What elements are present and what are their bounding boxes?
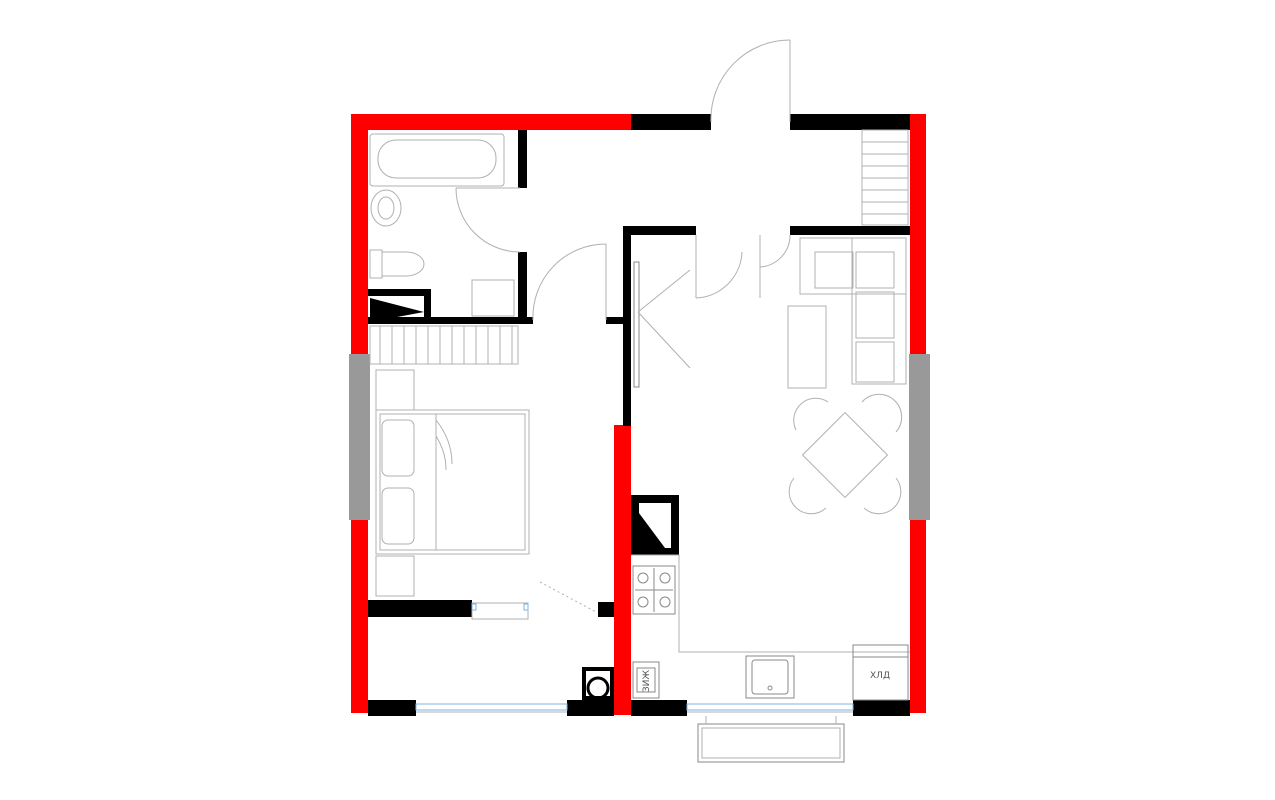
nightstand-bottom [375, 555, 415, 597]
hall-fixtures [415, 667, 614, 713]
bath-duct-fill [370, 298, 424, 322]
fridge-label: ХЛД [870, 671, 890, 681]
wall-living-left [623, 226, 631, 426]
wardrobe [471, 602, 529, 620]
sink [745, 655, 795, 699]
exterior-wall-left-lower [351, 520, 368, 713]
wall-bottom-mid-b [853, 700, 910, 716]
dining-table [801, 411, 889, 499]
pillow-bottom [381, 487, 415, 545]
chair-2 [861, 393, 903, 433]
kitchen-duct-fill [633, 505, 665, 553]
door-glass-left [415, 703, 568, 711]
sofa-chaise [851, 237, 907, 385]
wall-top-entry-right [790, 114, 910, 130]
exterior-wall-left-upper [351, 114, 368, 354]
washer [632, 661, 660, 699]
doors [455, 39, 791, 613]
wall-living-top-left [623, 226, 696, 235]
chair-4 [788, 477, 827, 515]
washbasin [370, 189, 402, 227]
exterior-wall-top [351, 114, 632, 130]
exterior-walls [351, 114, 926, 715]
wall-duct-bath [368, 289, 431, 296]
boiler-icon [586, 676, 610, 700]
washer-label: ЗИЖ [642, 670, 652, 693]
bathtub [369, 133, 505, 187]
pillow-top [381, 419, 415, 477]
toilet-bowl [381, 251, 425, 277]
wall-corridor-left-stub [606, 317, 631, 324]
wall-bath-right-upper [518, 130, 527, 188]
interior-walls [368, 114, 910, 716]
nightstand-top [375, 369, 415, 411]
wall-bedroom-bottom-stub [598, 602, 614, 617]
chair-1 [793, 397, 829, 431]
exterior-wall-middle [614, 425, 631, 715]
exterior-wall-right-upper [910, 114, 926, 354]
toilet-tank [369, 249, 383, 279]
wall-top-entry-left [631, 114, 711, 130]
staircase [369, 325, 519, 365]
wall-bottom-left-b [567, 700, 614, 716]
stove [632, 565, 676, 615]
wall-living-top-right [790, 226, 910, 235]
window-right [909, 354, 930, 520]
exterior-wall-right-lower [910, 520, 926, 713]
chair-3 [863, 477, 902, 515]
wall-bath-right-lower [518, 252, 527, 324]
fridge [852, 644, 909, 701]
door-glass-right [686, 703, 854, 711]
window-left [349, 354, 370, 520]
bedroom-furniture [375, 369, 530, 620]
balcony [697, 716, 845, 763]
double-bed [375, 409, 530, 555]
wall-bath-bottom [368, 317, 533, 324]
kitchen: ЗИЖ ХЛД [631, 554, 910, 713]
wall-duct-bath-side [424, 289, 431, 324]
coffee-table [787, 305, 827, 389]
entry-shelves [861, 129, 909, 226]
wall-bottom-left-a [368, 700, 416, 716]
wall-bottom-mid-a [631, 700, 687, 716]
wall-bedroom-bottom [368, 600, 472, 617]
bathroom-fixtures [369, 133, 515, 317]
living-room-furniture [787, 237, 907, 515]
windows [349, 354, 930, 520]
